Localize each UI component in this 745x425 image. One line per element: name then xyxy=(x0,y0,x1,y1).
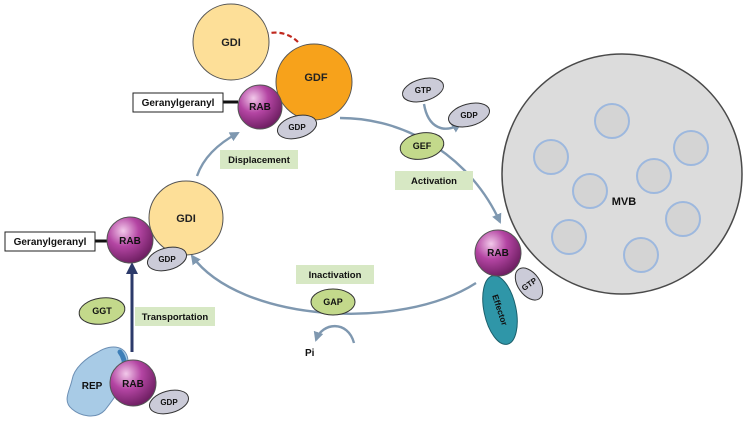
rab-right-label: RAB xyxy=(487,248,509,259)
displacement-step: Displacement xyxy=(220,150,298,169)
pi-release-arrow xyxy=(313,325,356,344)
geranylgeranyl-top-label: Geranylgeranyl xyxy=(142,98,215,109)
gtp-incoming-label: GTP xyxy=(415,86,432,95)
transportation-step-label: Transportation xyxy=(142,312,209,323)
rab-bottom: RAB xyxy=(109,359,157,407)
gdi-top-label: GDI xyxy=(221,37,241,49)
gtp-incoming: GTP xyxy=(402,77,444,103)
gdp-bottom: GDP xyxy=(148,389,190,415)
gdp-released: GDP xyxy=(448,102,490,128)
gdp-left-label: GDP xyxy=(158,255,176,264)
gdi-left-label: GDI xyxy=(176,213,196,225)
gdp-top-label: GDP xyxy=(288,123,306,132)
vesicle xyxy=(673,130,709,166)
rep-label: REP xyxy=(82,381,103,392)
displacement-arrow xyxy=(195,131,240,177)
inactivation-step-label: Inactivation xyxy=(309,270,362,281)
geranylgeranyl-top: Geranylgeranyl xyxy=(132,92,224,113)
displacement-step-label: Displacement xyxy=(228,155,291,166)
vesicle xyxy=(665,201,701,237)
rab-top: RAB xyxy=(237,84,283,130)
gap: GAP xyxy=(310,288,356,316)
rab-left-label: RAB xyxy=(119,236,141,247)
geranylgeranyl-left: Geranylgeranyl xyxy=(4,231,96,252)
transportation-step: Transportation xyxy=(135,307,215,326)
rab-top-label: RAB xyxy=(249,102,271,113)
geranylgeranyl-left-label: Geranylgeranyl xyxy=(14,237,87,248)
vesicle xyxy=(623,237,659,273)
vesicle xyxy=(551,219,587,255)
ggt-label: GGT xyxy=(92,306,112,316)
vesicle xyxy=(533,139,569,175)
rab-left: RAB xyxy=(106,216,154,264)
gap-label: GAP xyxy=(323,297,343,307)
mvb-label: MVB xyxy=(612,196,637,208)
ggt: GGT xyxy=(78,297,126,325)
gtp-bound: GTP xyxy=(514,267,544,301)
gdf: GDF xyxy=(275,43,353,121)
gdi-left: GDI xyxy=(148,180,224,256)
gdp-bottom-label: GDP xyxy=(160,398,178,407)
gdp-released-label: GDP xyxy=(460,111,478,120)
gdf-label: GDF xyxy=(304,72,328,84)
mvb: MVB xyxy=(501,53,743,295)
vesicle xyxy=(636,158,672,194)
gef-label: GEF xyxy=(413,141,432,151)
gef: GEF xyxy=(399,132,445,160)
inactivation-step: Inactivation xyxy=(296,265,374,284)
rab-bottom-label: RAB xyxy=(122,379,144,390)
pi-label: Pi xyxy=(305,348,315,359)
gdp-left: GDP xyxy=(146,246,188,272)
gdi-top: GDI xyxy=(192,3,270,81)
gdp-top: GDP xyxy=(276,114,318,140)
vesicle xyxy=(594,103,630,139)
activation-step-label: Activation xyxy=(411,176,457,187)
vesicle xyxy=(572,173,608,209)
activation-step: Activation xyxy=(395,171,473,190)
rab-right: RAB xyxy=(474,229,522,277)
